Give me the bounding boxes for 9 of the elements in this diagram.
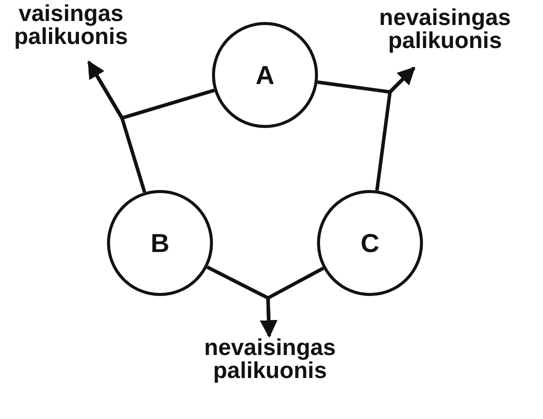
node-letter: A (256, 60, 274, 90)
arrow (87, 60, 146, 193)
offspring-label: nevaisingas palikuonis (360, 6, 530, 68)
node-letter: C (360, 228, 380, 258)
offspring-label: vaisingas palikuonis (6, 2, 136, 62)
offspring-label: nevaisingas palikuonis (185, 336, 355, 388)
node-letter: B (150, 228, 170, 258)
arrow (260, 266, 324, 338)
arrow (375, 66, 416, 191)
